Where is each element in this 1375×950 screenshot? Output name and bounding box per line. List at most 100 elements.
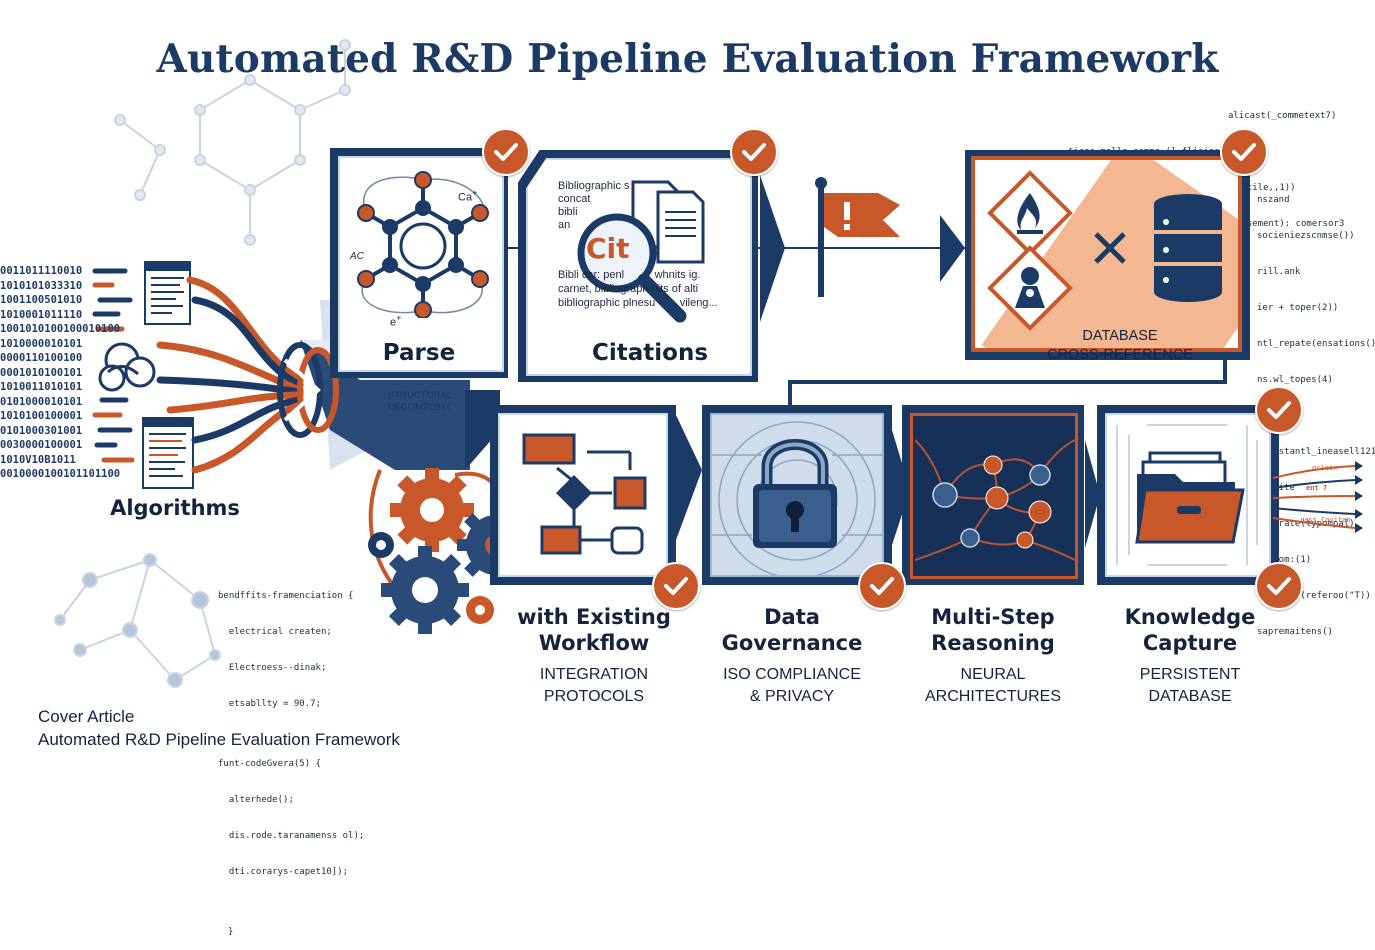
molecule-label-ca-text: Ca xyxy=(458,191,473,204)
label-parse: Parse xyxy=(382,340,456,366)
code-line: ns.wl_topes(4) xyxy=(1257,375,1333,385)
cover-line-1: Cover Article xyxy=(38,707,135,726)
check-badge-knowledge-top xyxy=(1255,386,1303,434)
label-reasoning-sub: NEURAL ARCHITECTURES xyxy=(924,666,1061,705)
label-algorithms: Algorithms xyxy=(110,496,240,520)
citation-line: bibli xyxy=(558,206,578,218)
label-workflow-title: with Existing Workflow xyxy=(517,605,671,655)
binary-line: 1001100501010 xyxy=(0,294,83,306)
exit-arrow-label-3: rass Coviton xyxy=(1300,516,1351,524)
code-line: Electroess--dinak; xyxy=(218,663,327,673)
molecule-icon xyxy=(357,171,489,318)
exit-arrow-label-2: ent 7 xyxy=(1306,484,1328,492)
code-line: ier + toper(2)) xyxy=(1257,303,1339,313)
gears-illustration xyxy=(368,468,535,634)
binary-line: 0030000100001 xyxy=(0,439,83,451)
label-workflow-sub: INTEGRATION PROTOCOLS xyxy=(539,666,649,705)
check-badge-governance xyxy=(858,562,906,610)
code-line: ntl_repate(ensations() xyxy=(1257,339,1375,349)
arrow-workflow-to-governance xyxy=(676,415,702,540)
document-icon-top xyxy=(144,261,191,325)
label-reasoning-title: Multi-Step Reasoning xyxy=(931,605,1055,655)
binary-line: 1010101033310 xyxy=(0,279,83,292)
code-line: alicast(_commetext7) xyxy=(1228,111,1337,121)
magnifier-icon xyxy=(577,213,687,323)
faint-network-bottom-left xyxy=(54,553,221,688)
code-line: rill.ank xyxy=(1257,267,1301,277)
label-governance-title: Data Governance xyxy=(721,605,863,655)
checkmark-icon xyxy=(870,577,894,595)
database-icon xyxy=(1154,194,1222,302)
exit-arrow-label-1: ocicix xyxy=(1312,464,1338,472)
flowchart-icon xyxy=(522,433,647,555)
code-line: bendffits-framenciation { xyxy=(218,591,354,601)
arrow-governance-to-reasoning xyxy=(892,430,910,545)
magnifier-lens-label: Cit xyxy=(586,232,630,265)
binary-line: 1010V10B1011 xyxy=(0,453,76,466)
binary-line: 0000110100100 xyxy=(0,352,83,364)
neural-network-icon xyxy=(915,439,1075,561)
arrow-reasoning-to-knowledge xyxy=(1085,440,1100,548)
citation-line: vileng... xyxy=(679,297,718,309)
code-line: dti.corarys-capet10]); xyxy=(218,867,349,877)
code-line: sapremaitens() xyxy=(1257,627,1333,637)
label-knowledge-sub: PERSISTENT DATABASE xyxy=(1139,666,1241,705)
code-line: electrical createn; xyxy=(218,627,332,637)
binary-line: 1001010100100010100 xyxy=(0,323,121,335)
citation-line: Bibliographic s xyxy=(558,180,630,192)
cross-multiply-icon xyxy=(1094,232,1126,264)
check-badge-database xyxy=(1220,128,1268,176)
molecule-label-ca: Ca+ xyxy=(458,188,478,204)
code-snippet-right-side: nszand socieniezscnmse()) rill.ank ier +… xyxy=(1257,170,1375,650)
code-line: alterhede(); xyxy=(218,795,294,805)
exit-arrows xyxy=(1273,461,1363,533)
citation-line: nits of alti xyxy=(651,283,699,295)
citation-line: carnet, bibliograph xyxy=(558,283,649,295)
code-line: s.mem.OA(referoo("T)) xyxy=(1257,591,1371,601)
binary-stream: 0011011110010 1010101033310 100110050101… xyxy=(0,264,120,482)
panel-parse: Ca+ AC e+ Parse xyxy=(330,148,508,378)
binary-line: 0011011110010 xyxy=(0,265,83,277)
citation-line: concat xyxy=(558,193,591,205)
code-snippet-bottom-left: bendffits-framenciation { electrical cre… xyxy=(218,566,364,950)
citation-line: bibliographic plnesu xyxy=(558,297,656,309)
citation-line: whnits ig. xyxy=(654,269,701,281)
citation-text-block: Bibliographic s concat bibli an xyxy=(558,180,630,232)
code-line: } xyxy=(228,927,234,937)
flag-icon xyxy=(815,177,900,297)
code-line: etsabllty = 90.7; xyxy=(218,699,321,709)
binary-line: 0010000100101101100 xyxy=(0,468,121,480)
page-title: Automated R&D Pipeline Evaluation Framew… xyxy=(156,36,1219,82)
code-line: nszand xyxy=(1257,195,1290,205)
molecule-label-ac: AC xyxy=(350,251,364,262)
data-streams xyxy=(156,276,304,474)
binary-line: 0101000301001 xyxy=(0,424,83,437)
data-dashes xyxy=(92,268,135,463)
folder-icon xyxy=(1135,451,1245,544)
documents-icon xyxy=(631,180,705,264)
binary-line: 1010011010101 xyxy=(0,381,83,393)
arrow-citations-to-flag xyxy=(760,175,785,322)
label-knowledge-title: Knowledge Capture xyxy=(1124,605,1256,655)
check-badge-knowledge-bottom xyxy=(1255,562,1303,610)
code-line: sseurate(typompal) xyxy=(1257,519,1355,529)
check-badge-workflow xyxy=(652,562,700,610)
cover-caption: Cover Article Automated R&D Pipeline Eva… xyxy=(38,705,400,751)
binary-line: 1010001011110 xyxy=(0,308,83,321)
checkmark-icon xyxy=(1232,143,1256,161)
label-governance-sub: ISO COMPLIANCE & PRIVACY xyxy=(723,666,861,705)
hazard-icons xyxy=(987,170,1073,331)
cover-line-2: Automated R&D Pipeline Evaluation Framew… xyxy=(38,730,400,749)
citation-line: an xyxy=(558,219,571,231)
check-badge-parse xyxy=(482,128,530,176)
label-database-cross-reference: DATABASE CROSS-REFERENCE xyxy=(1047,328,1193,363)
code-line: dis.rode.taranamenss ol); xyxy=(218,831,365,841)
binary-line: 0001010100101 xyxy=(0,366,83,379)
checkmark-icon xyxy=(1267,401,1291,419)
binary-line: 1010100100001 xyxy=(0,410,83,422)
code-line: senastantl_ineasell121]) xyxy=(1257,447,1375,457)
faint-molecule-top-left xyxy=(114,39,351,246)
code-line: .gliom:(1) xyxy=(1257,555,1312,565)
code-line: funt-codeGvera(5) { xyxy=(218,759,321,769)
citation-line: Bibli car: penl xyxy=(558,269,625,281)
